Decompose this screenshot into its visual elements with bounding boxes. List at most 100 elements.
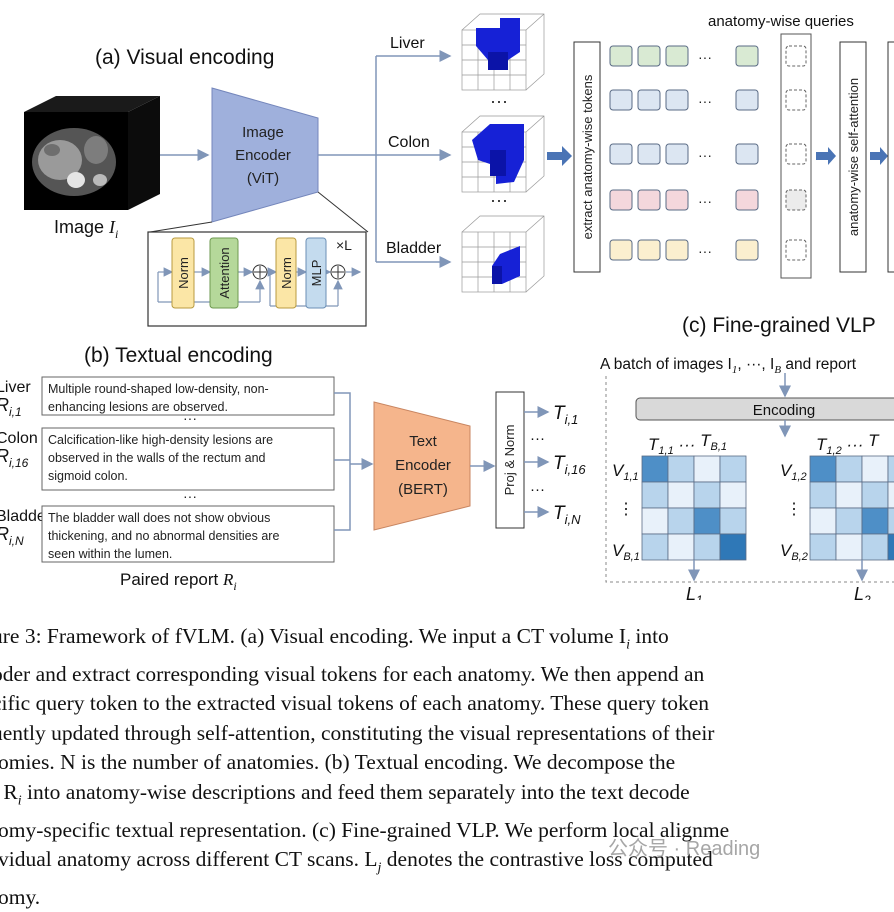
attention-box (209, 237, 239, 309)
similarity-cell (641, 533, 669, 561)
matrix-vdots: ⋮ (618, 501, 634, 518)
batch-bracket (605, 376, 894, 583)
liver-grid-ellipsis: ··· (490, 91, 508, 111)
similarity-cell (719, 507, 747, 535)
report-box (41, 376, 335, 416)
similarity-cell (693, 533, 721, 561)
figure-caption: ure 3: Framework of fVLM. (a) Visual enc… (0, 622, 894, 912)
self-attention-panel (839, 41, 867, 273)
similarity-cell (719, 533, 747, 561)
extract-tokens-panel (573, 41, 601, 273)
arrow-to-self-attention (816, 147, 836, 165)
matrix-col-header: T1,1 ··· TB,1 (648, 431, 727, 457)
visual-token (735, 239, 759, 261)
svg-text:Encoder: Encoder (235, 147, 291, 164)
svg-text:Ti,1: Ti,1 (553, 403, 578, 427)
similarity-cell (861, 533, 889, 561)
matrix-row-header: VB,2 (780, 541, 808, 563)
norm-box-1 (171, 237, 195, 309)
vlp-title: (c) Fine-grained VLP (682, 314, 876, 337)
visual-token (637, 239, 661, 261)
report-ellipsis: ··· (183, 488, 197, 504)
svg-text:Image: Image (242, 124, 284, 141)
visual-token (665, 45, 689, 67)
residual-add-icons (252, 264, 346, 280)
similarity-cell (861, 455, 889, 483)
visual-encoding-title: (a) Visual encoding (95, 46, 274, 69)
visual-token (735, 189, 759, 211)
caption-line-2: oder and extract corresponding visual to… (0, 661, 705, 686)
similarity-cell (809, 507, 837, 535)
similarity-cell (809, 455, 837, 483)
svg-text:···: ··· (530, 481, 545, 498)
liver-voxel-grid (461, 13, 545, 91)
report-symbol: Ri,16 (0, 446, 29, 470)
report-text-line: observed in the walls of the rectum and (48, 451, 266, 465)
repeat-label: ×L (336, 237, 352, 253)
report-box (41, 427, 335, 491)
similarity-cell (835, 455, 863, 483)
visual-token (609, 239, 633, 261)
report-text-line: Calcification-like high-density lesions … (48, 433, 273, 447)
caption-line-8: ividual anatomy across different CT scan… (0, 847, 713, 876)
image-encoder-label: Image Encoder (ViT) (235, 124, 291, 187)
caption-line-1: ure 3: Framework of fVLM. (a) Visual enc… (0, 624, 669, 653)
next-panel-edge (887, 41, 894, 273)
token-ellipsis: ··· (698, 93, 712, 109)
bladder-voxel-grid (461, 215, 545, 293)
visual-token (637, 89, 661, 111)
matrix-col-header: T1,2 ··· T (816, 431, 880, 457)
similarity-cell (719, 455, 747, 483)
anatomy-colon-label: Colon (388, 134, 430, 151)
similarity-cell (887, 481, 894, 509)
caption-line-9: tomy. (0, 884, 41, 909)
anatomy-bladder-label: Bladder (386, 240, 442, 257)
visual-token (637, 45, 661, 67)
svg-text:Norm: Norm (176, 257, 191, 289)
caption-line-3: cific query token to the extracted visua… (0, 691, 710, 716)
svg-text:Norm: Norm (279, 257, 294, 289)
block-labels: Norm Attention Norm MLP (176, 247, 324, 298)
textual-encoding-title: (b) Textual encoding (84, 344, 273, 367)
report-text-line: sigmoid colon. (48, 469, 128, 483)
svg-text:(BERT): (BERT) (398, 481, 448, 498)
similarity-cell (667, 533, 695, 561)
svg-text:Ti,N: Ti,N (553, 503, 581, 527)
visual-token (609, 143, 633, 165)
proj-norm-box (495, 391, 525, 529)
loss-label: L1 (686, 584, 703, 600)
image-label: Image Ii (54, 217, 118, 241)
report-ellipsis: ··· (183, 410, 197, 426)
token-ellipsis: ··· (698, 243, 712, 259)
caption-line-7: tomy-specific textual representation. (c… (0, 817, 730, 842)
svg-text:···: ··· (530, 430, 545, 447)
similarity-cell (641, 455, 669, 483)
visual-token (665, 89, 689, 111)
matrix-vdots: ⋮ (786, 501, 802, 518)
anatomy-branch-arrows (318, 50, 452, 268)
paired-report-label: Paired report Ri (120, 570, 237, 593)
similarity-cell (667, 481, 695, 509)
text-output-arrows (524, 406, 550, 518)
report-anatomy-name: Bladder (0, 508, 52, 525)
report-anatomy-name: Colon (0, 430, 38, 447)
visual-token (735, 45, 759, 67)
report-text-line: Multiple round-shaped low-density, non- (48, 382, 269, 396)
arrow-out-right (870, 147, 888, 165)
svg-text:Encoder: Encoder (395, 457, 451, 474)
visual-token (609, 89, 633, 111)
norm-box-2 (275, 237, 297, 309)
similarity-cell (835, 507, 863, 535)
ct-volume-image (24, 96, 160, 210)
arrow-to-token-extraction (547, 146, 572, 166)
report-text-line: The bladder wall does not show obvious (48, 511, 270, 525)
similarity-cell (861, 481, 889, 509)
encoding-bar (635, 397, 894, 421)
framework-figure: (a) Visual encoding Image Ii Image Encod… (0, 13, 894, 600)
batch-text: A batch of images I1, ···, IB and report (600, 356, 857, 376)
similarity-cell (887, 455, 894, 483)
similarity-cell (861, 507, 889, 535)
caption-line-6: t Ri into anatomy-wise descriptions and … (0, 779, 690, 809)
text-encoder-label: Text Encoder (BERT) (395, 433, 451, 498)
